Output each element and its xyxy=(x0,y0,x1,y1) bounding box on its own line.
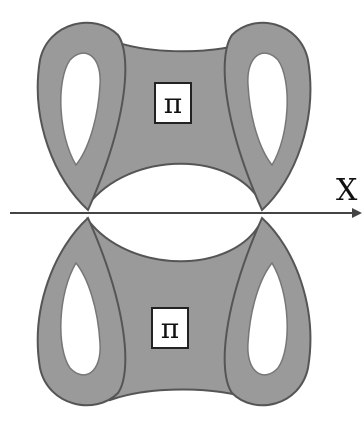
upper-pi-label: π xyxy=(164,87,182,120)
x-axis-label: X xyxy=(336,173,358,208)
x-axis-arrowhead xyxy=(352,208,362,218)
lower-pi-label: π xyxy=(161,312,179,345)
